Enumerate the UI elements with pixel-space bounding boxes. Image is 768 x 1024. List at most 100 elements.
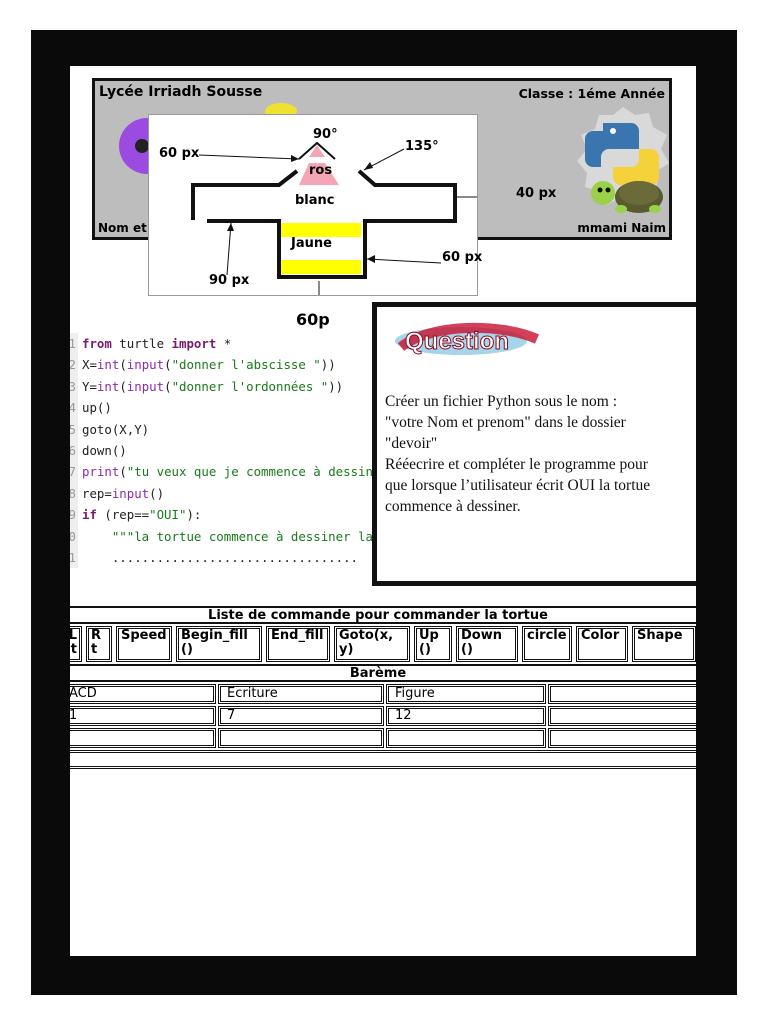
line-number: 8 [70,482,78,505]
question-text: Créer un fichier Python sous le nom : "v… [385,391,696,517]
code-token: down() [82,443,127,458]
command-cell: Begin_fill() [176,626,262,662]
line-number: 4 [70,397,78,419]
question-line: commence à dessiner. [385,498,521,515]
code-token: input [126,378,165,394]
code-token: print [82,464,120,480]
question-line: Créer un fichier Python sous le nom : [385,393,618,410]
command-cell: Goto(x,y) [334,626,410,662]
code-token: "tu veux que je commence à dessiner " [126,464,403,480]
command-cell: Shape [632,626,696,662]
question-line: "devoir" [385,435,438,452]
code-token: ................................. [82,550,359,565]
code-token: ( [119,378,127,394]
school-name: Lycée Irriadh Sousse [99,84,263,100]
code-line: 6 down() [70,440,367,462]
bareme-cell [386,728,546,748]
line-number: 3 [70,375,78,398]
code-token: ( [119,357,127,373]
commands-title: Liste de commande pour commander la tort… [70,606,696,624]
code-token: int [96,378,120,394]
angle-90-label: 90° [313,127,338,142]
teacher-name: mmami Naim [577,221,666,235]
code-line: 10 """la tortue commence à dessiner la f… [70,525,462,547]
question-line: "votre Nom et prenom" dans le dossier [385,414,626,431]
line-number: 5 [70,418,78,440]
code-token: "donner l'ordonnées " [171,378,329,394]
code-token: "OUI" [149,507,187,523]
command-cell: Speed [116,626,172,662]
command-cell: End_fill [266,626,330,662]
code-token: * [216,336,232,351]
rose-label: ros [309,163,333,178]
bareme-cell [70,728,216,748]
command-cell: circle [522,626,572,662]
code-token [82,529,112,544]
code-token: if [82,507,97,523]
angle-135-label: 135° [405,139,439,154]
length-40-label: 40 px [516,186,557,201]
line-number: 6 [70,440,78,462]
bareme-cell: Figure [386,684,546,704]
code-token: () [149,485,165,501]
length-60-bottom-label: 60p [296,310,330,329]
code-token: turtle [111,336,172,351]
question-line: Rééecrire et compléter le programme pour [385,456,648,473]
table-divider [70,750,696,753]
command-cell: Lt [70,626,82,662]
command-cell: Down() [456,626,518,662]
code-token: goto(X,Y) [82,421,150,437]
line-number: 2 [70,354,78,376]
student-name-label: Nom et [98,221,147,235]
question-logo-text: Question [405,328,509,355]
bareme-cell [548,706,696,726]
length-90-label: 90 px [209,273,250,288]
turtle-figure: 90° 135° 60 px ros blanc Jaune 90 px [148,114,478,296]
code-token: up() [82,400,112,416]
command-cell: Rt [86,626,112,662]
command-cell: Color [576,626,628,662]
table-divider [70,766,696,769]
class-label: Classe : 1éme Année [518,86,665,101]
code-token: X= [82,357,97,373]
figure-shape [191,141,477,295]
jaune-label: Jaune [291,236,332,251]
question-box: Question Créer un fichier Python sous le… [372,302,696,586]
document-page: Lycée Irriadh Sousse Classe : 1éme Année… [70,66,696,956]
code-token: Y= [82,378,97,394]
code-token: (rep== [96,507,150,523]
command-cell: Up() [414,626,452,662]
bareme-cell: 1 [70,706,216,726]
line-number: 9 [70,504,78,526]
bareme-cell [218,728,384,748]
bareme-cell [548,684,696,704]
code-token: from [82,336,112,351]
code-token: import [171,336,217,351]
line-number: 10 [70,525,78,547]
code-token: )) [320,357,336,373]
length-60-top-label: 60 px [159,146,200,161]
code-token: ( [164,378,172,394]
code-token: int [96,357,120,373]
bareme-cell: 7 [218,706,384,726]
code-token: input [126,357,165,373]
code-token: )) [328,378,344,394]
bareme-cell: ACD [70,684,216,704]
code-line: 11 ................................. [70,547,367,569]
code-token: "donner l'abscisse " [171,357,321,373]
question-logo-icon: Question [395,322,540,356]
logo-dot [135,139,149,153]
line-number: 11 [70,547,78,569]
line-number: 7 [70,461,78,483]
question-line: que lorsque l’utilisateur écrit OUI la t… [385,477,651,494]
length-60-right-label: 60 px [442,250,483,265]
